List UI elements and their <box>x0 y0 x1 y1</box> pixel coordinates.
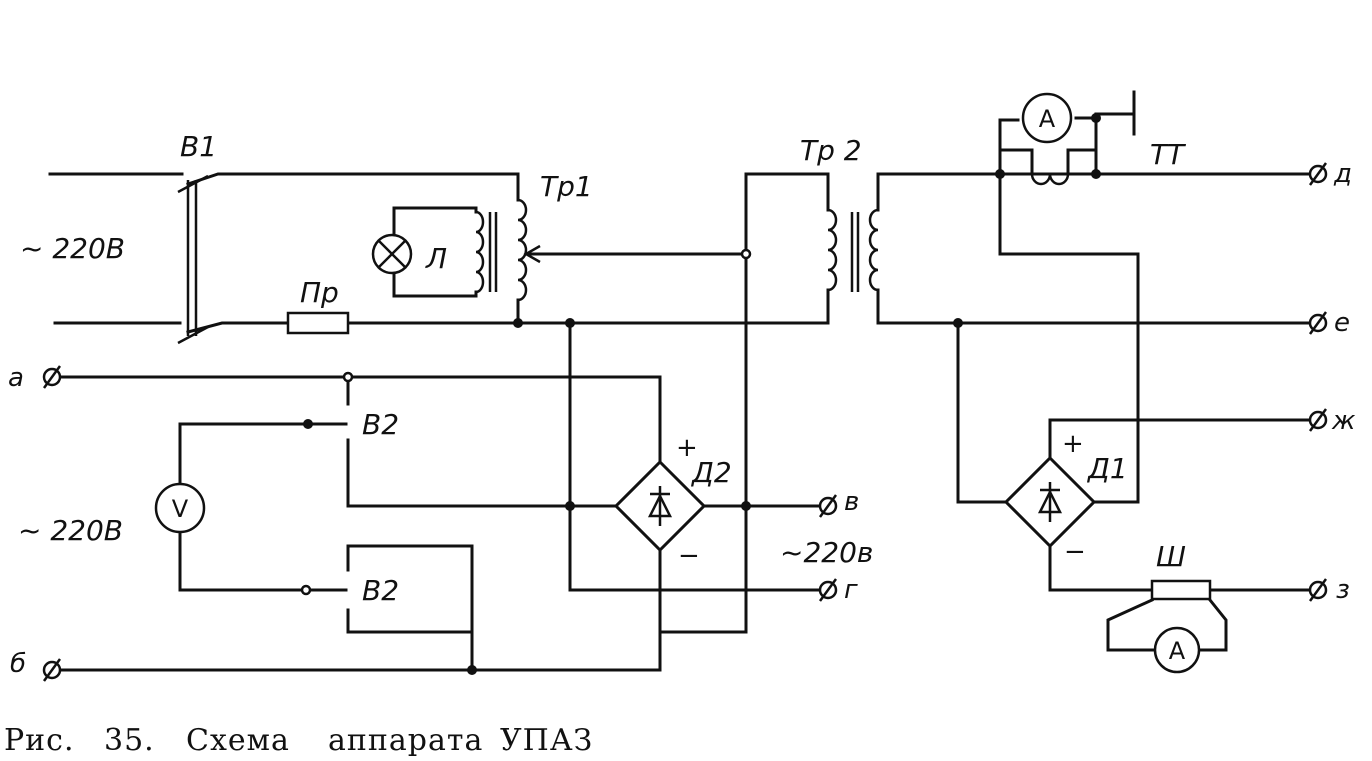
shunt-label: Ш <box>1156 540 1186 573</box>
caption-word-2: аппарата <box>328 723 483 758</box>
junction-dots <box>300 113 1101 675</box>
svg-text:е: е <box>1334 308 1350 338</box>
rectifier-bridge-d1 <box>956 321 1320 592</box>
current-transformer-label: TT <box>1150 138 1186 171</box>
d2-plus-sign: + <box>676 433 698 463</box>
lamp-label: Л <box>425 242 447 275</box>
shunt-sh <box>1106 579 1228 652</box>
svg-text:д: д <box>1333 159 1352 189</box>
fuse-pr-label: Пр <box>300 276 339 309</box>
fuse-pr <box>286 311 350 335</box>
terminal-e: е <box>1308 308 1350 338</box>
current-transformer-tt <box>998 90 1320 422</box>
ammeter-upper-symbol: A <box>1039 105 1056 133</box>
ammeter-upper: A <box>1021 92 1073 144</box>
rectifier-d2-label: Д2 <box>690 456 732 489</box>
terminal-g: г <box>818 575 858 605</box>
d1-plus-sign: + <box>1062 429 1084 459</box>
svg-text:б: б <box>10 649 26 679</box>
switch-b2 <box>58 375 662 672</box>
terminal-d: д <box>1308 159 1352 189</box>
terminal-z: з <box>1308 575 1350 605</box>
rectifier-bridge-d2 <box>58 252 822 634</box>
caption-word-3: УПАЗ <box>500 723 593 758</box>
switch-b1-label: B1 <box>180 130 217 163</box>
terminal-a: а <box>8 363 62 393</box>
terminal-v: в <box>818 487 859 518</box>
caption-word-1: Схема <box>186 723 290 758</box>
svg-text:ж: ж <box>1331 406 1356 436</box>
caption-prefix: Рис. <box>4 723 75 758</box>
svg-text:г: г <box>844 575 858 605</box>
terminal-b: б <box>10 649 62 682</box>
output-supply-label: ~220в <box>780 536 873 569</box>
transformer-tr2 <box>744 172 1320 325</box>
ammeter-lower-symbol: A <box>1169 637 1186 665</box>
transformer-tr1-label: Tp1 <box>540 170 593 203</box>
voltmeter: V <box>154 422 206 592</box>
svg-text:а: а <box>8 363 24 393</box>
switch-b2-top-label: B2 <box>362 408 399 441</box>
lamp-l <box>371 233 413 275</box>
d1-minus-sign: − <box>1064 537 1086 567</box>
main-supply-label: ~ 220B <box>20 232 125 265</box>
terminal-zh: ж <box>1308 406 1356 436</box>
autotransformer-tr1 <box>392 198 748 325</box>
svg-text:з: з <box>1336 575 1350 605</box>
svg-text:в: в <box>844 487 859 517</box>
d2-minus-sign: − <box>678 541 700 571</box>
switch-b1 <box>177 174 209 345</box>
switch-b2-bottom-label: B2 <box>362 574 399 607</box>
transformer-tr2-label: Tp 2 <box>800 134 862 167</box>
voltmeter-symbol: V <box>172 495 189 523</box>
voltmeter-supply-label: ~ 220B <box>18 514 123 547</box>
figure-caption: Рис. 35. Схема аппарата УПАЗ <box>4 723 593 758</box>
caption-number: 35. <box>104 723 155 758</box>
rectifier-d1-label: Д1 <box>1086 452 1128 485</box>
ammeter-lower: A <box>1153 626 1201 674</box>
